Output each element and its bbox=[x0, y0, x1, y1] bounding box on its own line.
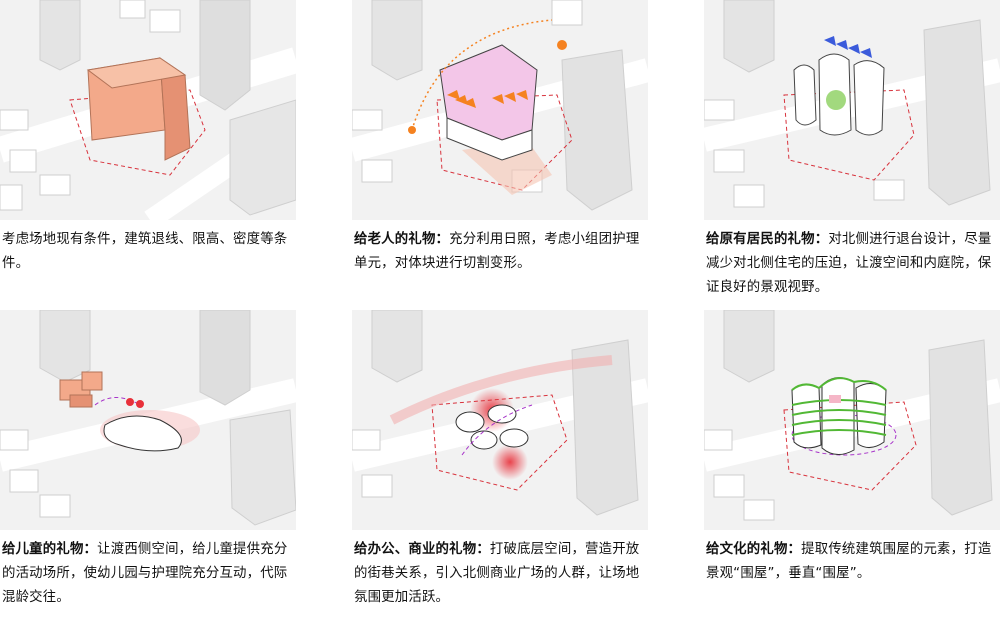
caption-text: 打破底层空间，营造开放的街巷关系，引入北侧商业广场的人群，让场地氛围更加活跃。 bbox=[354, 542, 640, 605]
caption-gift-commerce: 给办公、商业的礼物：打破底层空间，营造开放的街巷关系，引入北侧商业广场的人群，让… bbox=[354, 538, 646, 610]
nursing-footprint bbox=[103, 415, 182, 452]
caption-text: 考虑场地现有条件，建筑退线、限高、密度等条件。 bbox=[2, 232, 288, 271]
diagram-gift-children bbox=[0, 310, 296, 530]
diagram-gift-commerce bbox=[352, 310, 648, 530]
diagram-gift-residents bbox=[704, 0, 1000, 220]
caption-gift-elderly: 给老人的礼物：充分利用日照，考虑小组团护理单元，对体块进行切割变形。 bbox=[354, 228, 646, 276]
caption-label: 给老人的礼物： bbox=[354, 232, 450, 247]
caption-text: 提取传统建筑围屋的元素，打造景观“围屋”，垂直“围屋”。 bbox=[706, 542, 992, 581]
diagram-site-conditions bbox=[0, 0, 296, 220]
caption-gift-residents: 给原有居民的礼物：对北侧进行退台设计，尽量减少对北侧住宅的压迫，让渡空间和内庭院… bbox=[706, 228, 998, 300]
vertical-weiwu bbox=[791, 377, 887, 455]
caption-text: 对北侧进行退台设计，尽量减少对北侧住宅的压迫，让渡空间和内庭院，保证良好的景观视… bbox=[706, 232, 992, 295]
caption-label: 给原有居民的礼物： bbox=[706, 232, 829, 247]
caption-site-conditions: 考虑场地现有条件，建筑退线、限高、密度等条件。 bbox=[2, 228, 294, 276]
caption-gift-culture: 给文化的礼物：提取传统建筑围屋的元素，打造景观“围屋”，垂直“围屋”。 bbox=[706, 538, 998, 586]
tower-group bbox=[793, 53, 885, 136]
caption-label: 给办公、商业的礼物： bbox=[354, 542, 490, 557]
diagram-gift-culture bbox=[704, 310, 1000, 530]
ground-floor-blocks bbox=[455, 404, 529, 450]
kindergarten bbox=[59, 371, 103, 408]
caption-label: 给文化的礼物： bbox=[706, 542, 802, 557]
caption-text: 让渡西侧空间，给儿童提供充分的活动场所，使幼儿园与护理院充分互动，代际混龄交往。 bbox=[2, 542, 288, 605]
caption-text: 充分利用日照，考虑小组团护理单元，对体块进行切割变形。 bbox=[354, 232, 640, 271]
caption-label: 给儿童的礼物： bbox=[2, 542, 98, 557]
caption-gift-children: 给儿童的礼物：让渡西侧空间，给儿童提供充分的活动场所，使幼儿园与护理院充分互动，… bbox=[2, 538, 294, 610]
diagram-gift-elderly bbox=[352, 0, 648, 220]
